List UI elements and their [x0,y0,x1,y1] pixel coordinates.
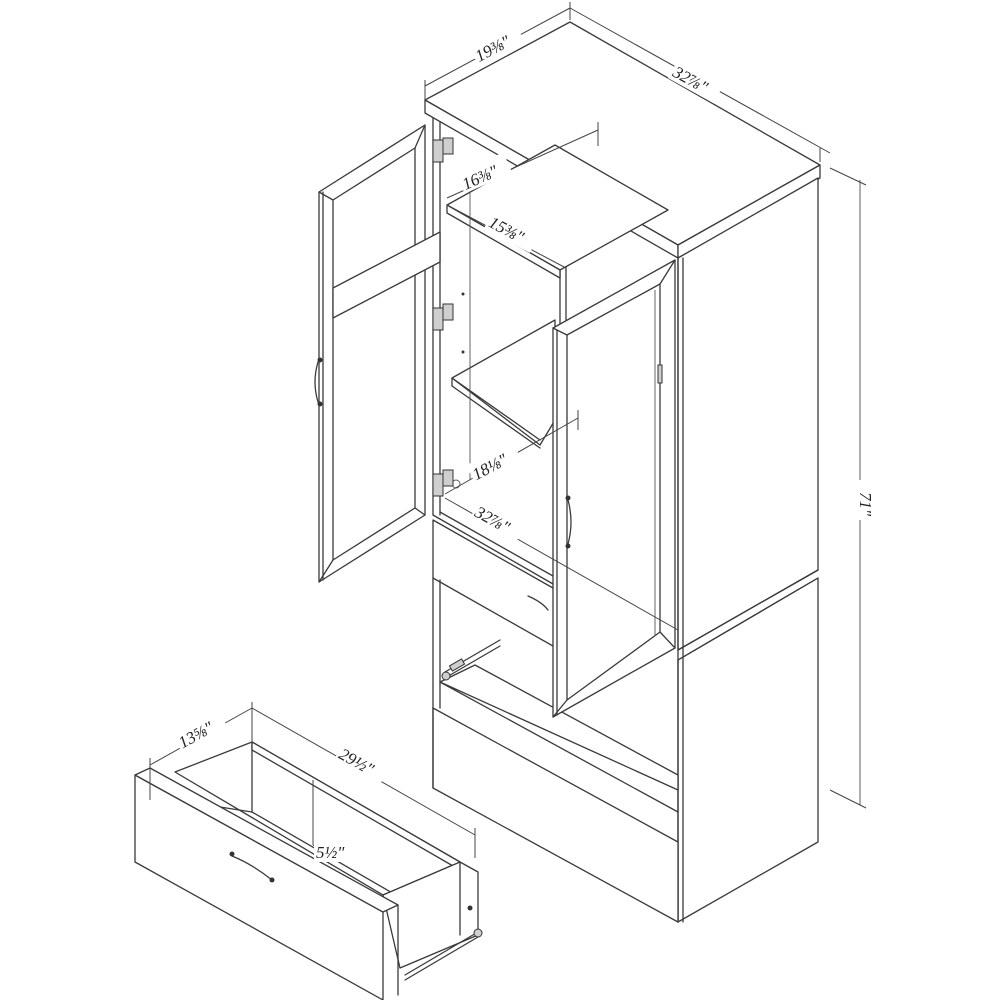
armoire-cabinet [424,21,821,923]
drawer-handle-icon [231,855,273,881]
right-door [552,259,676,718]
drawer-slide-icon [441,639,501,681]
door-handle-icon [314,361,319,403]
removed-drawer [134,741,483,1000]
drawer-handle-icon [527,595,549,611]
label-drawer-height: 5½" [316,843,345,862]
label-overall-height: 71" [856,492,875,517]
door-handle-icon [567,499,572,545]
left-door [314,124,441,583]
hinge-icon [432,137,454,497]
